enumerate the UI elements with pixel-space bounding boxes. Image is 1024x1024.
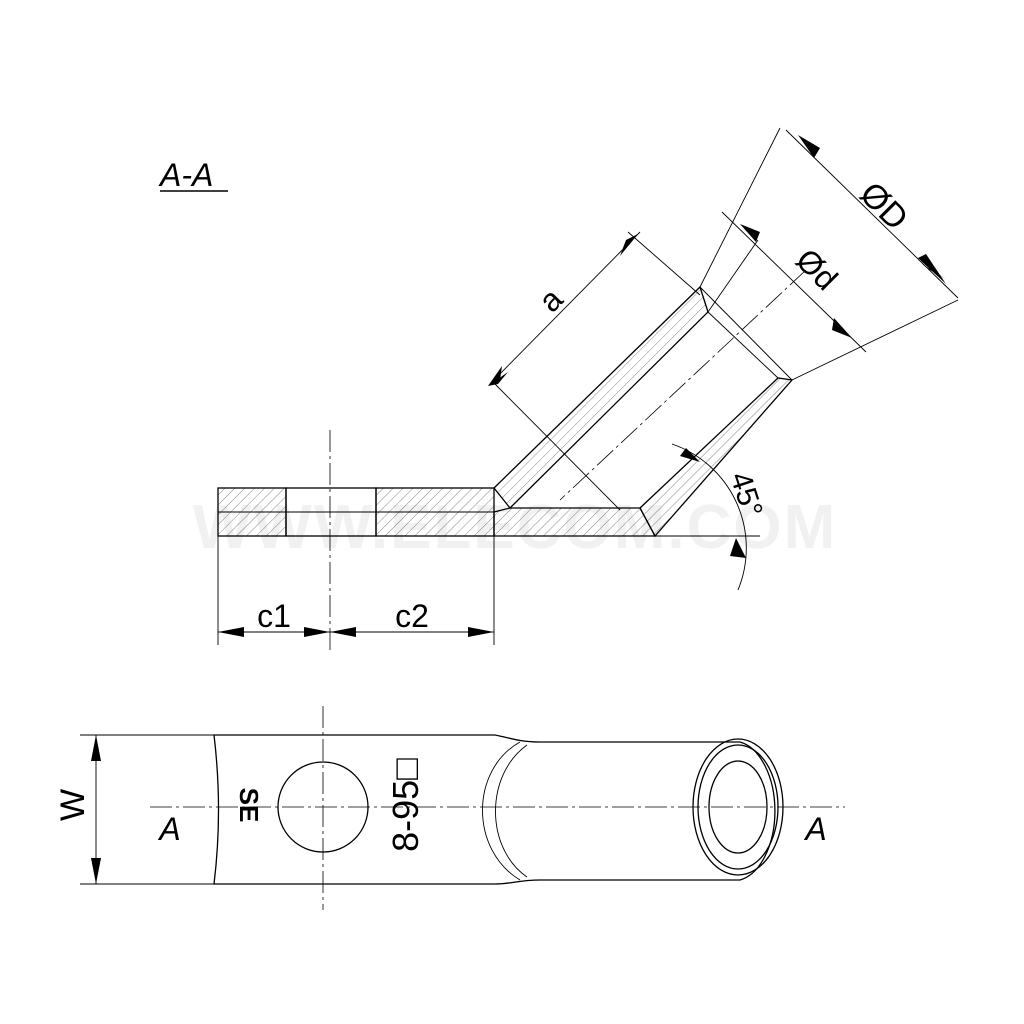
barrel-centerline	[559, 269, 807, 501]
width-dimension: W	[54, 734, 214, 885]
lug-outline	[213, 734, 776, 885]
section-label-text: A-A	[158, 157, 213, 193]
section-view	[217, 269, 807, 650]
c1-label: c1	[257, 598, 291, 634]
top-view: SE 8-95□ A A	[150, 706, 845, 910]
section-label: A-A	[158, 157, 228, 193]
size-stamp: 8-95□	[385, 758, 426, 852]
width-label: W	[54, 789, 92, 821]
outer-diameter-label: ØD	[852, 175, 915, 238]
section-mark-left: A	[157, 811, 180, 847]
outer-diameter-dimension: ØD	[699, 127, 959, 381]
inner-diameter-label: Ød	[789, 241, 845, 297]
section-mark-right: A	[803, 811, 826, 847]
barrel-inner-bore	[708, 760, 768, 854]
barrel-bottom-strip	[493, 507, 657, 537]
barrel-length-label: a	[531, 281, 569, 319]
palm-dimensions: c1 c2	[217, 536, 495, 645]
inner-diameter-dimension: Ød	[707, 211, 867, 353]
brand-stamp: SE	[234, 788, 264, 823]
c2-label: c2	[395, 598, 429, 634]
